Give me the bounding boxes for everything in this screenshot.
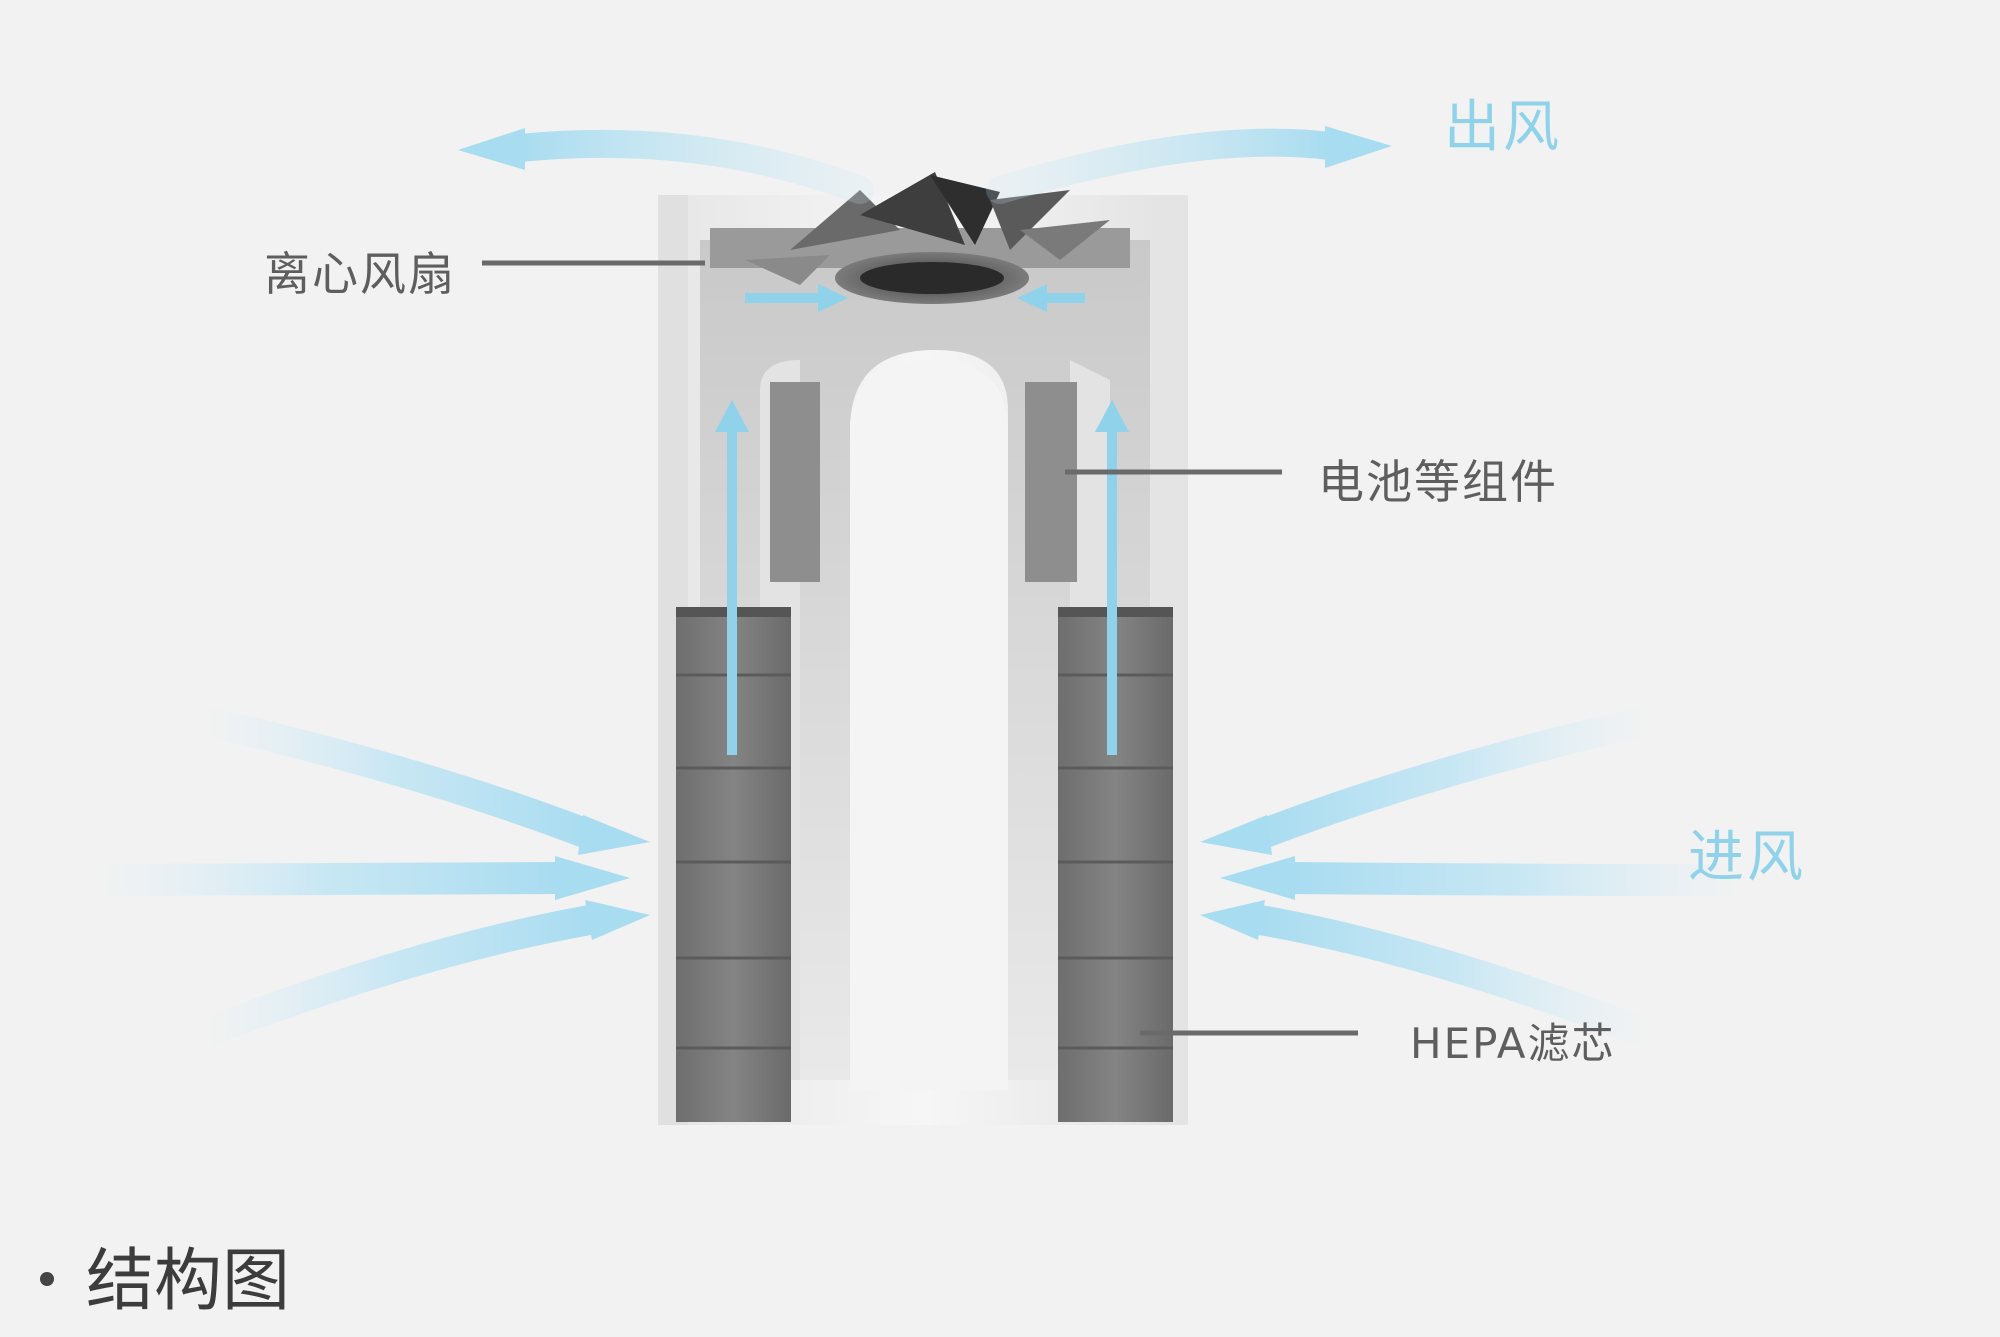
caption-text: 结构图 <box>86 1242 291 1321</box>
bullet-icon <box>40 1272 54 1287</box>
inflow-label: 进风 <box>1688 825 1806 890</box>
battery-components <box>770 382 1077 582</box>
figure-caption: 结构图 <box>40 1225 290 1324</box>
centrifugal-fan <box>710 172 1130 304</box>
fan-label: 离心风扇 <box>264 247 456 301</box>
outflow-arrows <box>458 126 1392 204</box>
filter-label: HEPA滤芯 <box>1410 1019 1616 1068</box>
leader-lines <box>482 260 1358 1036</box>
inflow-arrows-right <box>1200 705 1746 1049</box>
internal-flow-arrows <box>715 284 1129 755</box>
inflow-arrows-left <box>94 705 650 1049</box>
outflow-label: 出风 <box>1444 95 1562 160</box>
battery-label: 电池等组件 <box>1318 455 1558 509</box>
